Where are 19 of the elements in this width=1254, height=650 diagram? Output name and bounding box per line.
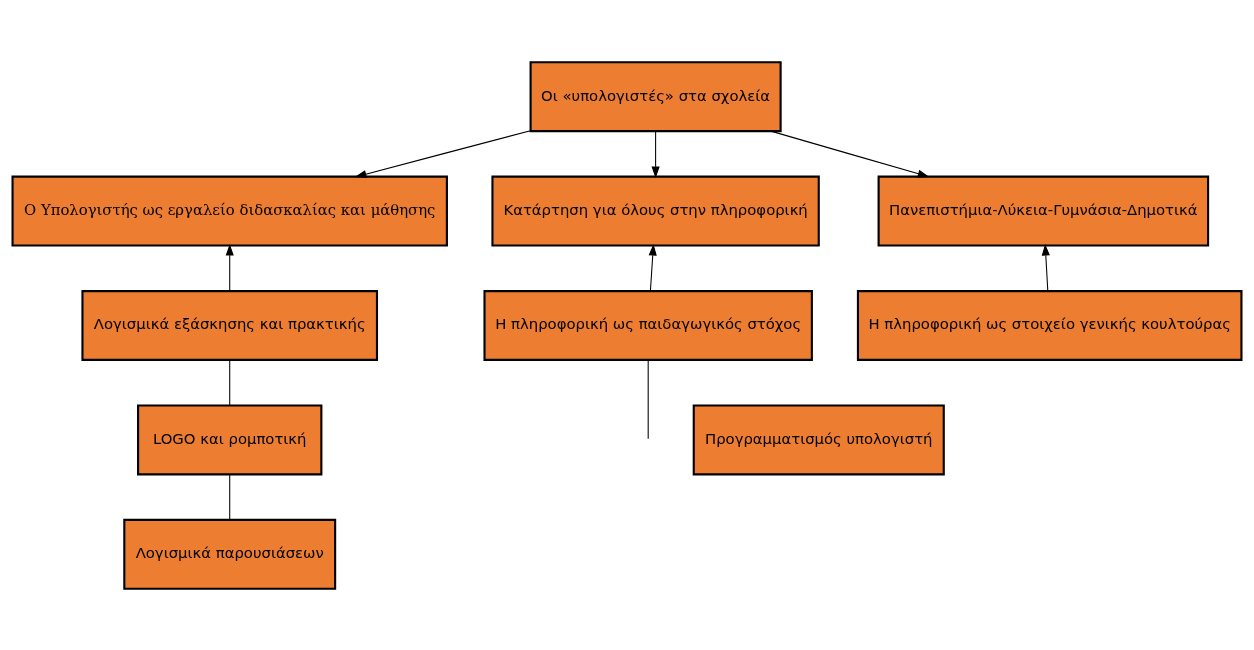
arrow <box>354 129 531 178</box>
node-box: Κατάρτηση για όλους στην πληροφορική <box>491 175 820 247</box>
arrow <box>1041 243 1050 291</box>
node-box: Λογισμικά παρουσιάσεων <box>123 518 337 590</box>
arrow <box>225 243 234 291</box>
connector <box>647 358 649 439</box>
node-box: Η πληροφορική ως παιδαγωγικός στόχος <box>483 289 813 361</box>
connector <box>229 358 231 406</box>
node-box: Οι «υπολογιστές» στα σχολεία <box>529 60 782 132</box>
node-box: LOGO και ρομποτική <box>137 403 323 475</box>
arrow <box>648 243 657 291</box>
arrow <box>770 130 930 178</box>
node-box: Ο Υπολογιστής ως εργαλείο διδασκαλίας και μάθησης <box>11 175 448 247</box>
connector <box>229 473 231 520</box>
node-box: Λογισμικά εξάσκησης και πρακτικής <box>81 289 379 361</box>
node-box: Προγραμματισμός υπολογιστή <box>692 403 945 475</box>
node-box: Η πληροφορική ως στοιχείο γενικής κουλτούρας <box>856 289 1243 361</box>
arrow <box>651 130 660 178</box>
node-box: Πανεπιστήμια-Λύκεια-Γυμνάσια-Δημοτικά <box>877 175 1210 247</box>
